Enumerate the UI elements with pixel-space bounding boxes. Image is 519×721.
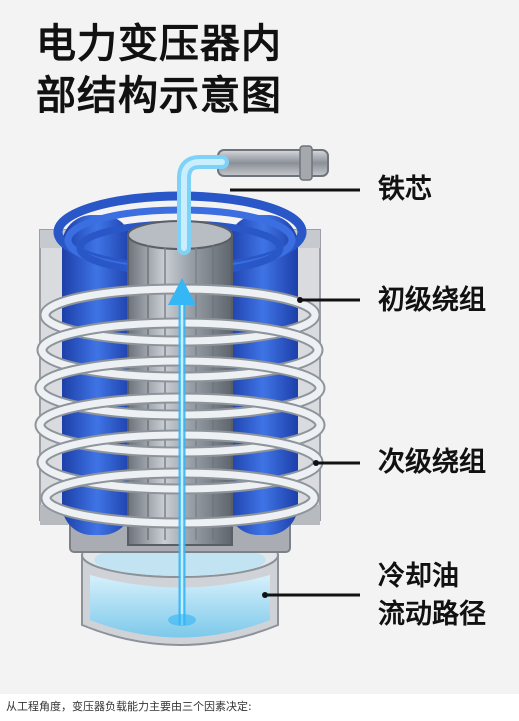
diagram-title-line2: 部结构示意图 [36,73,282,119]
diagram-figure: 电力变压器内 部结构示意图 [0,0,519,694]
label-primary-winding: 初级绕组 [378,285,486,316]
oil-inlet-pipe [177,145,329,255]
article-caption-text: 从工程角度，变压器负载能力主要由三个因素决定: [6,700,252,713]
callout-leader-lines [230,188,360,598]
label-secondary-winding: 次级绕组 [378,447,486,478]
oil-flow-arrow [168,278,196,626]
transformer-illustration [34,145,360,646]
label-cooling-oil-line1: 冷却油 [378,561,459,592]
label-cooling-oil-line2: 流动路径 [378,599,486,630]
diagram-title-line1: 电力变压器内 [36,21,282,67]
label-core: 铁芯 [378,174,432,205]
